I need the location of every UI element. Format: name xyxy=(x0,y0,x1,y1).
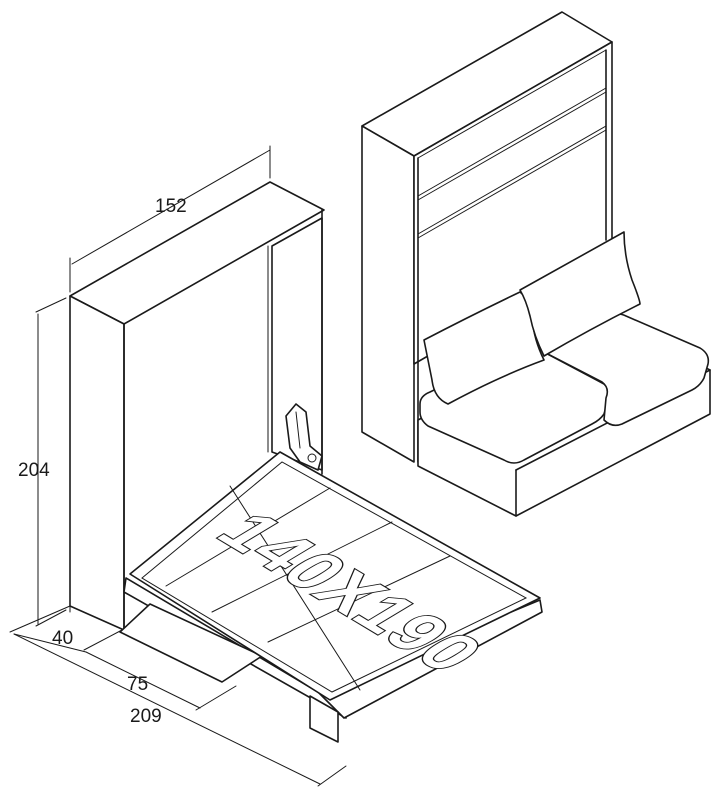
dim-width-label: 152 xyxy=(155,196,187,217)
lift-mechanism xyxy=(285,403,323,471)
closed-cabinet-side xyxy=(361,125,415,463)
mattress-top xyxy=(129,451,541,701)
bed-leg xyxy=(309,695,339,743)
dim-depth-total-label: 209 xyxy=(130,706,162,727)
dim-height-label: 204 xyxy=(18,460,50,481)
open-bed-cabinet: 140X190 xyxy=(69,181,543,743)
seat-cushion-right xyxy=(539,313,710,427)
back-cushion-left xyxy=(423,291,545,405)
cabinet-left-side xyxy=(69,295,125,631)
floor-plate xyxy=(119,603,263,683)
closed-cabinet-sofa xyxy=(361,11,711,517)
dim-depth-open-label: 75 xyxy=(127,674,148,695)
dim-depth-closed-label: 40 xyxy=(52,628,73,649)
back-cushion-right xyxy=(519,231,641,357)
dimension-lines: 152 204 40 75 209 xyxy=(9,145,347,787)
